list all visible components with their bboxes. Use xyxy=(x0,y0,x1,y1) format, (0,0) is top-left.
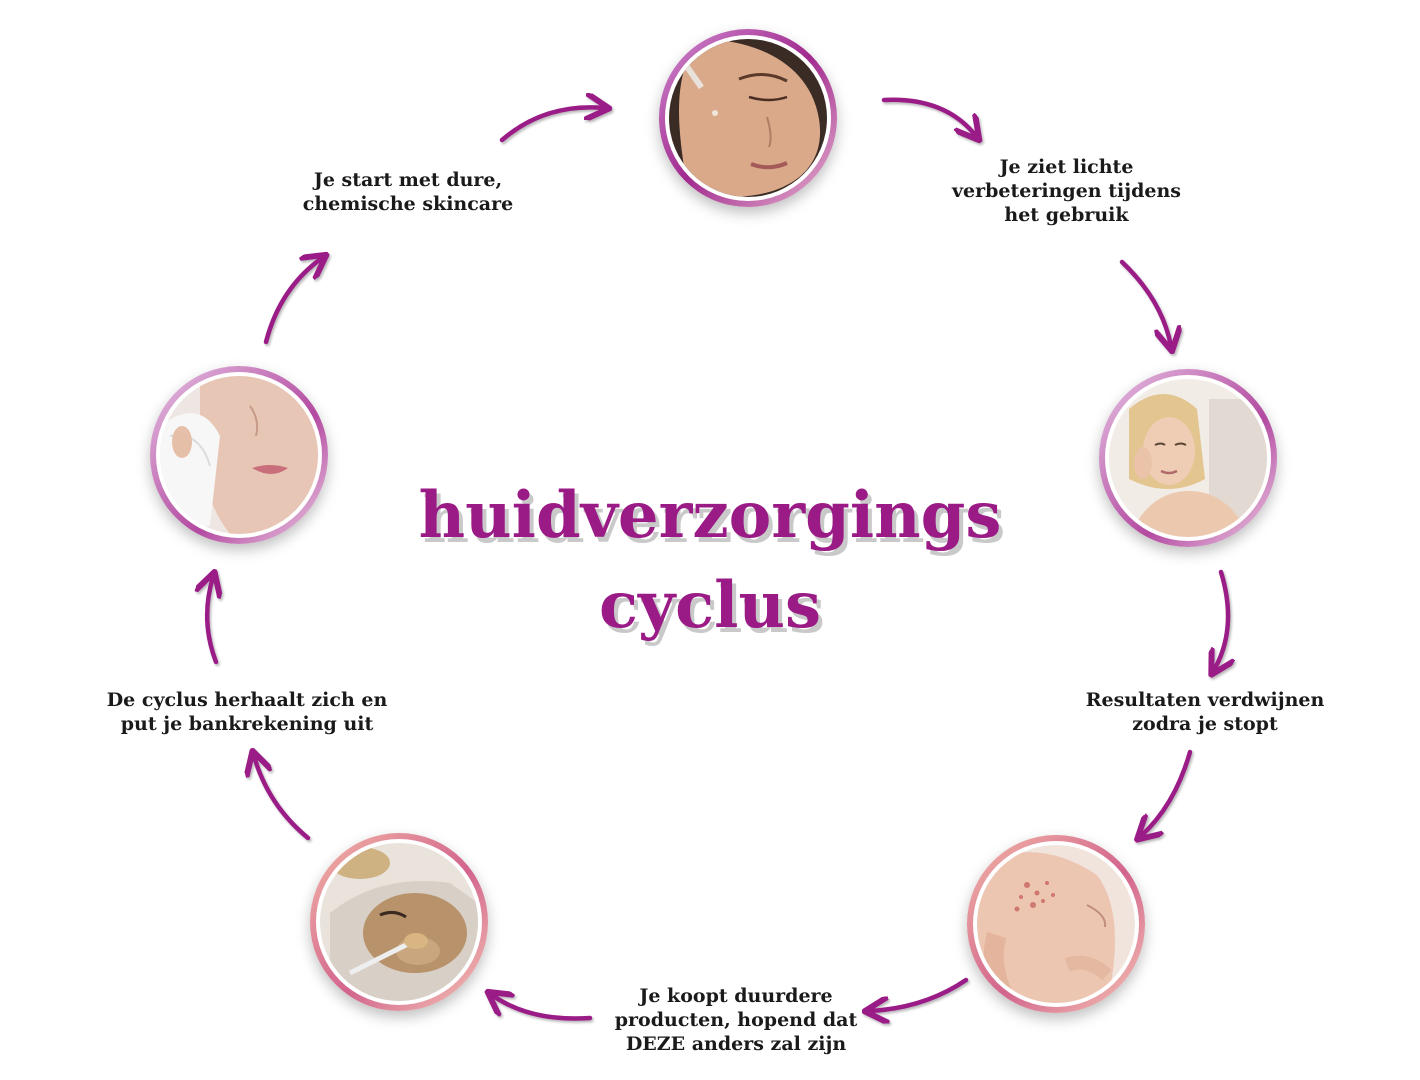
photo-peel xyxy=(150,366,328,544)
woman-applying-serum-dropper-icon xyxy=(669,39,827,197)
photo-acne xyxy=(967,835,1145,1013)
skin-with-acne-redness-icon xyxy=(977,845,1135,1003)
step-label-buy-more: Je koopt duurdere producten, hopend dat … xyxy=(614,985,858,1055)
arrow-to-top xyxy=(499,107,604,143)
arrow-left-bottom xyxy=(492,995,593,1021)
step-label-results-vanish: Resultaten verdwijnen zodra je stopt xyxy=(1085,689,1325,735)
step-label-improvement: Je ziet lichte verbeteringen tijdens het… xyxy=(952,156,1181,226)
step-label-start: Je start met dure, chemische skincare xyxy=(302,169,514,215)
arrow-right-bottom xyxy=(1141,749,1193,836)
woman-touching-cheek-mirror-icon xyxy=(1109,379,1267,537)
photo-facial xyxy=(310,833,488,1011)
arrow-left-lower xyxy=(254,756,311,841)
arrow-top-right xyxy=(881,97,976,136)
woman-getting-facial-mask-icon xyxy=(320,843,478,1001)
arrow-right-lower xyxy=(1214,569,1228,670)
arrow-bottom xyxy=(870,977,969,1011)
arrow-left-upper xyxy=(207,577,216,665)
arrow-right-upper xyxy=(1119,259,1171,346)
arrow-left-top xyxy=(263,258,322,345)
step-label-repeat: De cyclus herhaalt zich en put je bankre… xyxy=(106,689,388,735)
photo-serum xyxy=(659,29,837,207)
woman-peeling-sheet-mask-icon xyxy=(160,376,318,534)
diagram-title-line-2: cyclus xyxy=(599,568,821,643)
diagram-title-line-1: huidverzorgings xyxy=(418,478,1002,553)
photo-mirror xyxy=(1099,369,1277,547)
